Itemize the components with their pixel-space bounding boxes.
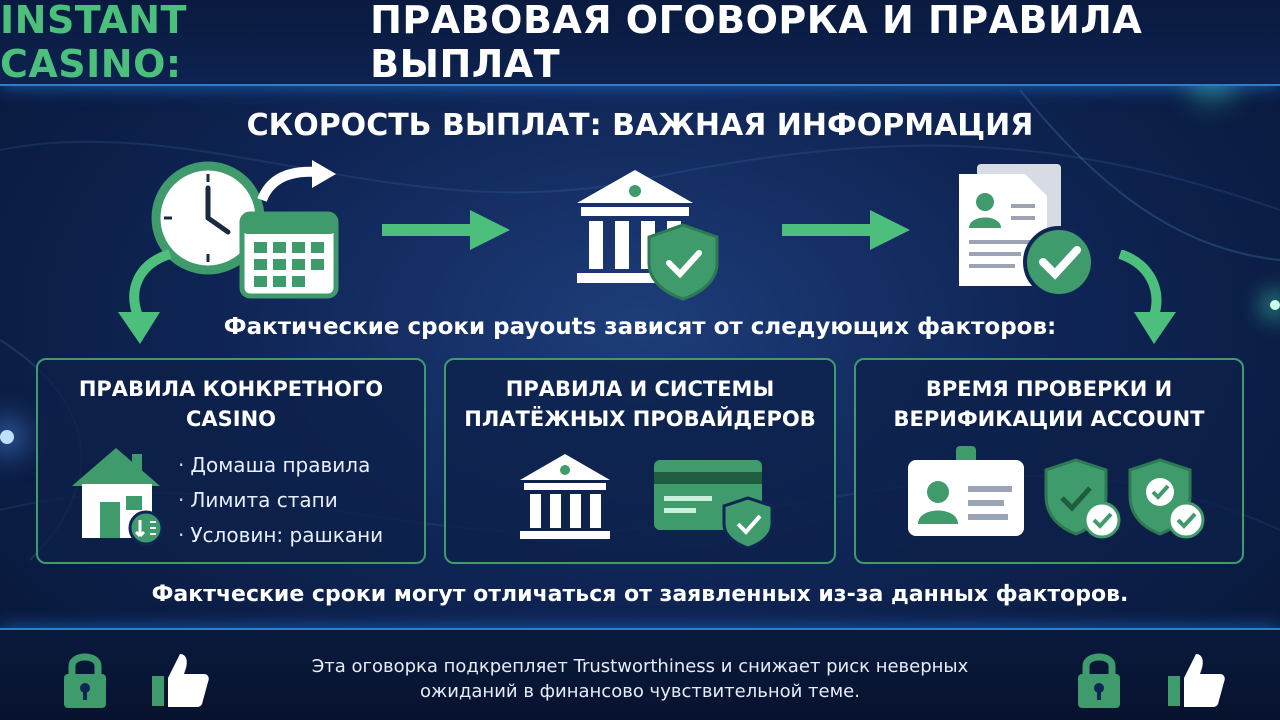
factor-card-payment-providers: ПРАВИЛА И СИСТЕМЫ ПЛАТЁЖНЫХ ПРОВАЙДЕРОВ xyxy=(444,358,836,564)
bank-shield-icon xyxy=(577,170,719,301)
thumbs-up-icon xyxy=(152,654,209,707)
brand-name: INSTANT CASINO: xyxy=(0,0,187,86)
footer: Эта оговорка подкрепляет Trustworthiness… xyxy=(0,628,1280,720)
list-item: Условин: рашкани xyxy=(178,518,383,553)
list-item: Лимита стапи xyxy=(178,483,383,518)
section-subtitle: СКОРОСТЬ ВЫПЛАТ: ВАЖНАЯ ИНФОРМАЦИЯ xyxy=(246,108,1034,143)
thumbs-up-icon xyxy=(1168,654,1225,707)
factors-intro: Фактические сроки payouts зависят от сле… xyxy=(223,314,1057,340)
clock-calendar-icon xyxy=(151,160,339,299)
lock-icon xyxy=(1078,653,1120,708)
title-text: ПРАВОВАЯ ОГОВОРКА И ПРАВИЛА ВЫПЛАТ xyxy=(370,0,1143,86)
card-title-line: ПЛАТЁЖНЫХ ПРОВАЙДЕРОВ xyxy=(464,407,816,431)
shield-check-icon xyxy=(1128,458,1205,539)
shield-check-icon xyxy=(1044,458,1121,539)
house-icon xyxy=(72,448,164,546)
curved-arrow-down-icon xyxy=(1118,250,1176,344)
card-title-line: ПРАВИЛА КОНКРЕТНОГО xyxy=(78,377,384,401)
card-title: ПРАВИЛА И СИСТЕМЫ ПЛАТЁЖНЫХ ПРОВАЙДЕРОВ xyxy=(446,374,834,434)
card-title: ПРАВИЛА КОНКРЕТНОГО CASINO xyxy=(38,374,424,434)
factor-card-account-verification: ВРЕМЯ ПРОВЕРКИ И ВЕРИФИКАЦИИ ACCOUNT xyxy=(854,358,1244,564)
document-check-icon xyxy=(959,164,1095,298)
card-title-line: ВЕРИФИКАЦИИ ACCOUNT xyxy=(893,407,1205,431)
lock-icon xyxy=(64,653,106,708)
factor-card-casino-rules: ПРАВИЛА КОНКРЕТНОГО CASINO Домаша правил… xyxy=(36,358,426,564)
disclaimer-note: Фактческие сроки могут отличаться от зая… xyxy=(151,582,1129,607)
list-item: Домаша правила xyxy=(178,448,383,483)
light-glow xyxy=(1270,300,1280,310)
id-badge-icon xyxy=(908,446,1024,536)
page-title: INSTANT CASINO: ПРАВОВАЯ ОГОВОРКА И ПРАВ… xyxy=(0,0,1280,86)
arrow-right-icon xyxy=(782,210,910,250)
footer-text: Эта оговорка подкрепляет Trustworthiness… xyxy=(260,654,1020,704)
casino-rules-list: Домаша правила Лимита стапи Условин: раш… xyxy=(178,448,383,553)
arrow-right-icon xyxy=(382,210,510,250)
card-title-line: ПРАВИЛА И СИСТЕМЫ xyxy=(505,377,775,401)
footer-text-line: ожиданий в финансово чувствительной теме… xyxy=(420,681,860,702)
card-title-line: CASINO xyxy=(185,407,277,431)
footer-text-line: Эта оговорка подкрепляет Trustworthiness… xyxy=(311,656,969,677)
card-title-line: ВРЕМЯ ПРОВЕРКИ И xyxy=(925,377,1173,401)
bank-icon xyxy=(520,454,610,539)
card-title: ВРЕМЯ ПРОВЕРКИ И ВЕРИФИКАЦИИ ACCOUNT xyxy=(856,374,1242,434)
credit-card-shield-icon xyxy=(654,460,774,548)
light-glow xyxy=(0,430,14,444)
curved-arrow-down-icon xyxy=(118,250,172,344)
